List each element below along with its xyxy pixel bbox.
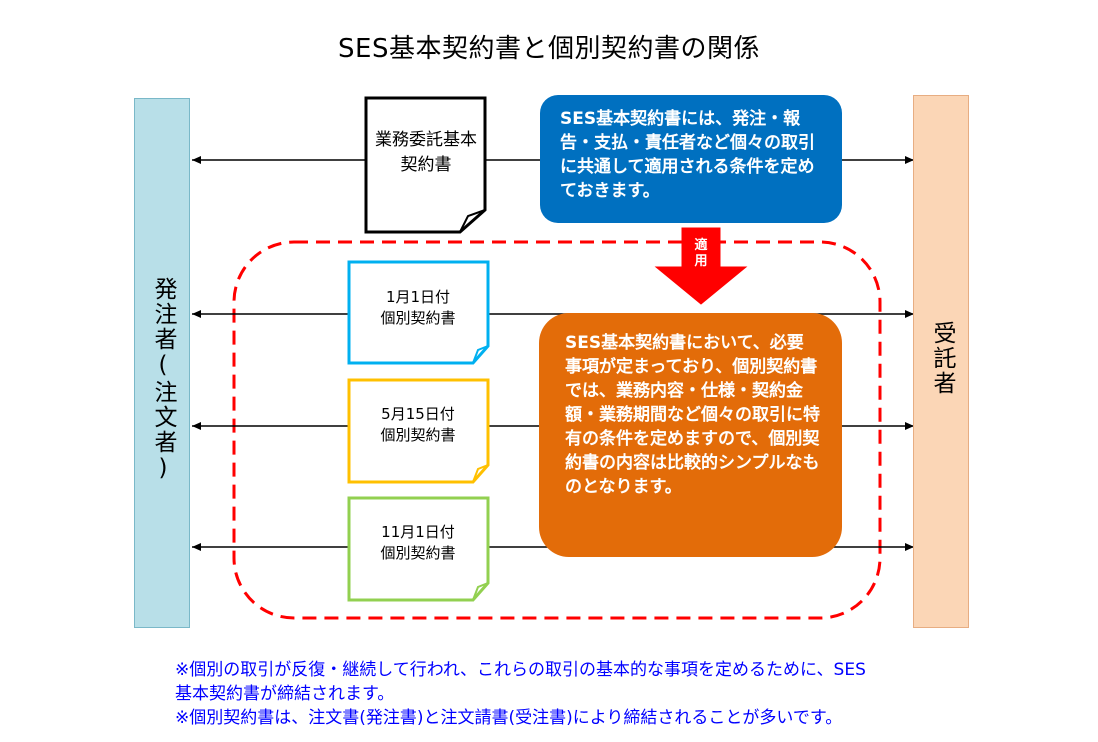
base-contract-document [364,96,487,234]
contract-2-label: 5月15日付 個別契約書 [352,404,484,446]
contractor-panel: 受託者 [913,95,969,628]
base-contract-callout: SES基本契約書には、発注・報告・支払・責任者など個々の取引に共通して適用される… [540,95,842,223]
contract-3-document [347,496,490,602]
applied-label: 適用 [694,238,708,269]
contract-2-name: 個別契約書 [380,426,456,444]
contract-3-date: 11月1日付 [381,523,455,541]
applied-arrow [654,227,748,305]
orderer-panel: 発注者(注文者) [134,98,190,628]
contract-1-date: 1月1日付 [385,288,451,306]
contract-3-label: 11月1日付 個別契約書 [352,522,484,564]
contract-3-fold [472,582,489,601]
contractor-label: 受託者 [929,321,955,396]
contract-1-document [347,260,490,365]
footnote-1: ※個別の取引が反復・継続して行われ、これらの取引の基本的な事項を定めるために、S… [175,660,866,680]
contract-3-name: 個別契約書 [380,544,456,562]
contract-2-date: 5月15日付 [381,405,455,423]
orderer-label: 発注者(注文者) [150,277,176,483]
base-contract-label: 業務委託基本契約書 [375,130,477,175]
contract-1-fold [472,345,489,364]
contract-2-document [347,378,490,484]
individual-contract-callout: SES基本契約書において、必要事項が定まっており、個別契約書では、業務内容・仕様… [539,313,842,557]
page-title: SES基本契約書と個別契約書の関係 [338,34,760,64]
base-contract-fold [459,209,486,233]
contract-2-fold [472,464,489,483]
footnote-3: ※個別契約書は、注文書(発注書)と注文請書(受注書)により締結されることが多いで… [175,708,843,728]
footnote-2: 基本契約書が締結されます。 [175,684,395,704]
individual-contract-frame [232,240,882,620]
contract-1-label: 1月1日付 個別契約書 [352,287,484,329]
contract-1-name: 個別契約書 [380,309,456,327]
